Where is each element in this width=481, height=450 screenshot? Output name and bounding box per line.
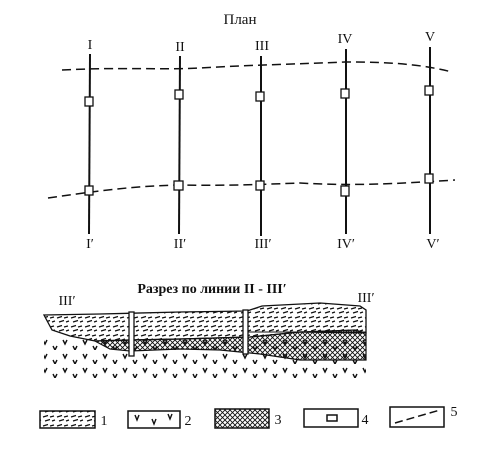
legend: 1 2 3 4 5 (39, 405, 458, 429)
legend-number-1: 1 (101, 414, 108, 429)
profile-label-bottom-5: V′ (426, 237, 439, 252)
section-borehole (242, 309, 249, 355)
legend-dashed-line-symbol (394, 409, 441, 424)
profile-label-bottom-2: II′ (174, 237, 186, 252)
plan-title: План (223, 12, 256, 28)
profile-label-bottom-3: III′ (254, 237, 271, 252)
legend-item-2: 2 (127, 410, 192, 429)
profile-label-top-4: IV (338, 32, 353, 47)
profile-line-5: V V′ (424, 30, 440, 252)
legend-item-3: 3 (214, 408, 282, 429)
legend-swatch-clay (39, 410, 96, 429)
borehole-marker (340, 88, 350, 99)
legend-borehole-symbol (326, 414, 338, 422)
legend-swatch-v (127, 410, 181, 429)
profile-line-2: II II′ (173, 40, 186, 252)
profile-label-bottom-4: IV′ (337, 237, 355, 252)
borehole-marker (84, 96, 94, 107)
borehole-marker (340, 185, 350, 197)
legend-item-1: 1 (39, 410, 108, 429)
profile-label-top-5: V (425, 30, 435, 45)
borehole-marker (255, 180, 265, 191)
borehole-marker (424, 85, 434, 96)
section-borehole (128, 311, 135, 357)
legend-number-3: 3 (275, 413, 282, 428)
legend-item-4: 4 (303, 408, 369, 428)
legend-number-2: 2 (185, 414, 192, 429)
borehole-marker (174, 89, 184, 100)
borehole-marker (84, 185, 94, 196)
lower-dashed-boundary (47, 179, 456, 199)
legend-number-5: 5 (451, 405, 458, 420)
borehole-marker (424, 173, 434, 184)
section-title: Разрез по линии II - III′ (137, 282, 286, 297)
profile-label-top-3: III (255, 39, 269, 54)
legend-swatch-dashed (389, 406, 445, 428)
cross-section: Разрез по линии II - III′ III′ III′ (42, 282, 375, 380)
profile-line-1: I I′ (84, 38, 94, 252)
borehole-marker (173, 180, 184, 191)
legend-number-4: 4 (362, 413, 369, 428)
plan: План I I′ II II′ III III′ IV (47, 12, 456, 252)
profile-label-bottom-1: I′ (86, 237, 94, 252)
profile-label-top-2: II (175, 40, 185, 55)
section-right-label: III′ (357, 291, 374, 306)
upper-dashed-boundary (61, 61, 453, 73)
legend-swatch-crosshatch (214, 408, 270, 429)
section-left-label: III′ (58, 294, 75, 309)
legend-item-5: 5 (389, 405, 458, 428)
profile-line-4: IV IV′ (337, 32, 355, 252)
profile-line-3: III III′ (254, 39, 271, 252)
profile-label-top-1: I (88, 38, 93, 53)
borehole-marker (255, 91, 265, 102)
